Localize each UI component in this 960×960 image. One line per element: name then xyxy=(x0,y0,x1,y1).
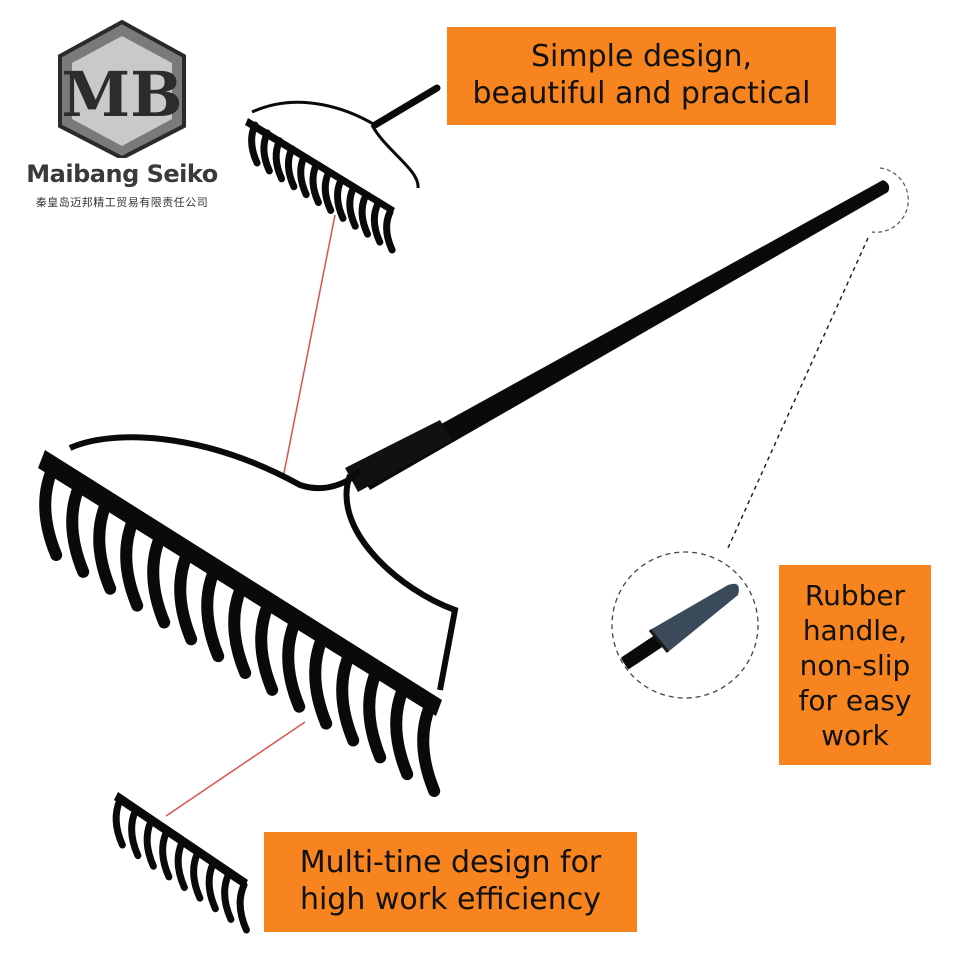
rake-tine xyxy=(260,129,273,175)
rake-tine xyxy=(358,192,372,238)
rake-tine xyxy=(272,137,286,183)
rake-tine xyxy=(190,849,204,902)
rake-tine xyxy=(363,666,387,764)
rake-tine xyxy=(284,145,298,191)
brand-name: Maibang Seiko xyxy=(26,160,218,188)
rake-tine xyxy=(128,807,142,860)
brand-logo: MB Maibang Seiko 秦皇岛迈邦精工贸易有限责任公司 xyxy=(12,18,232,209)
brand-subtitle: 秦皇岛迈邦精工贸易有限责任公司 xyxy=(35,196,209,209)
leader-line-bottom xyxy=(165,721,306,817)
rake-tine xyxy=(297,153,310,199)
logo-monogram: MB xyxy=(61,58,182,131)
rake-tine xyxy=(143,817,157,870)
rake-tine xyxy=(159,828,173,881)
rake-inset-top xyxy=(245,84,441,254)
rake-tine xyxy=(309,632,333,730)
rake-tine xyxy=(282,615,306,713)
logo-emblem: MB xyxy=(58,19,186,161)
rake-tine xyxy=(228,582,252,679)
rake-tine xyxy=(221,870,235,923)
grip-detail xyxy=(611,551,759,699)
rake-tine xyxy=(174,548,198,646)
callout-simple-design: Simple design, beautiful and practical xyxy=(447,27,836,125)
rake-tine xyxy=(370,200,384,246)
rake-tine xyxy=(39,464,63,561)
rake-tine xyxy=(201,565,225,663)
rake-tine xyxy=(66,480,90,578)
rake-tine xyxy=(236,881,250,934)
rake-tine xyxy=(417,700,441,797)
rake-tine xyxy=(334,176,347,222)
rake-tine xyxy=(112,796,126,849)
rake-tine xyxy=(309,161,322,207)
callout-rubber-handle: Rubber handle, non-slip for easy work xyxy=(779,565,931,765)
rake-tine xyxy=(390,683,414,781)
rake-inset-bottom xyxy=(112,792,250,934)
handle-end-marker xyxy=(871,167,909,233)
rake-tine xyxy=(346,184,359,230)
rake-tine xyxy=(93,497,117,595)
callout-multi-tine: Multi-tine design for high work efficien… xyxy=(264,832,637,932)
leader-line-grip xyxy=(727,237,869,549)
rake-tine xyxy=(336,649,360,747)
rake-tine xyxy=(321,168,335,214)
leader-line-top xyxy=(282,214,336,479)
rake-tine xyxy=(205,860,219,913)
rake-tine xyxy=(120,514,144,612)
rake-tine xyxy=(383,208,396,254)
rake-tine xyxy=(174,839,188,891)
rake-tine xyxy=(248,121,261,167)
rake-tine xyxy=(255,598,279,696)
rake-tine xyxy=(147,531,171,629)
rake-main xyxy=(38,180,890,797)
